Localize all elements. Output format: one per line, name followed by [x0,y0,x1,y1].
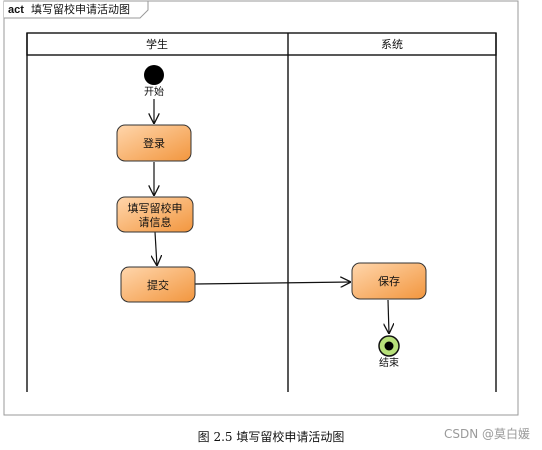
start-label: 开始 [144,85,164,98]
activity-login [116,124,192,162]
activity-fill-application [116,196,194,233]
flow-fill-to-submit [155,231,157,266]
figure-caption: 图 2.5 填写留校申请活动图 [197,430,345,444]
lane-title-system: 系统 [381,38,403,51]
activity-save [351,262,427,300]
lane-header-bar [26,32,497,56]
activity-save-label: 保存 [378,274,400,288]
lane-title-student: 学生 [146,37,168,51]
activity-submit [120,266,196,303]
end-node-core [384,341,394,351]
activity-login-label: 登录 [143,136,165,150]
diagram-frame [3,0,519,416]
frame-label-keyword: act [8,4,24,16]
activity-fill-label-line1: 填写留校申 [128,201,183,215]
frame-label-tab [4,0,149,19]
frame-label-title: 填写留校申请活动图 [31,2,130,16]
watermark: CSDN @莫白媛 [443,427,530,441]
svg-text:act 填写留校申请活动图: act 填写留校申请活动图 [8,2,130,16]
flow-save-to-end [388,299,389,334]
flow-submit-to-save [194,282,351,284]
activity-submit-label: 提交 [147,278,169,292]
swimlanes: 学生 系统 [26,32,497,392]
end-label: 结束 [379,356,399,369]
activity-fill-label-line2: 请信息 [139,215,172,229]
start-node [144,65,164,85]
